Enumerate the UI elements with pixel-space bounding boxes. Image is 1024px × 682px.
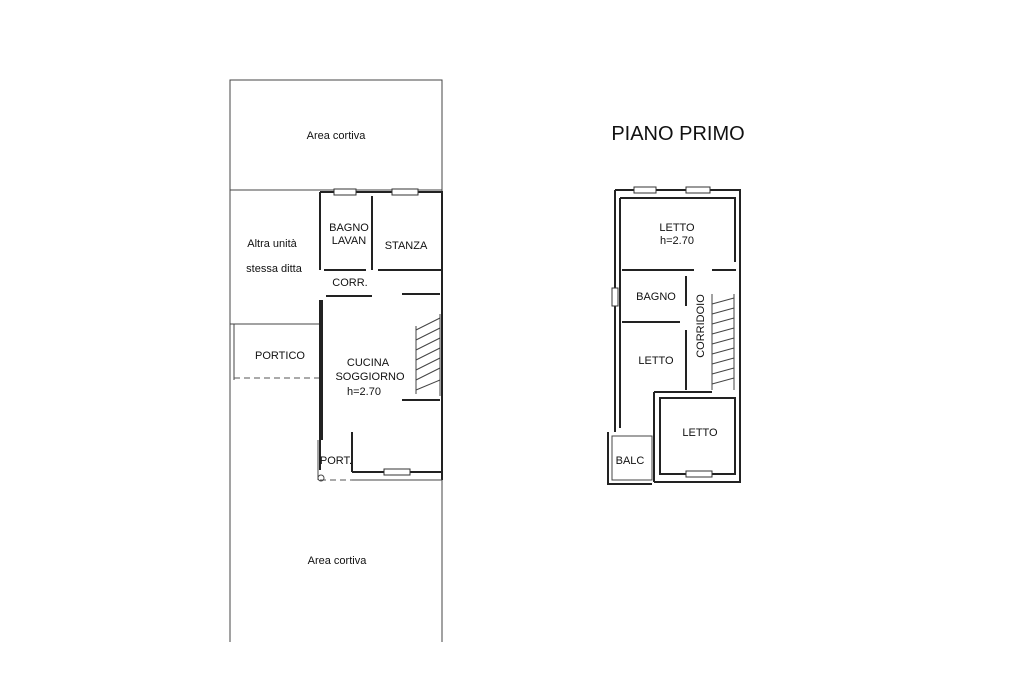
- label-stessa-ditta: stessa ditta: [246, 263, 303, 275]
- window-stanza: [391, 188, 419, 196]
- label-corridoio: CORRIDOIO: [695, 294, 707, 358]
- window-letto-top-2: [685, 186, 711, 194]
- label-altra-unita: Altra unità: [247, 238, 297, 250]
- label-portico: PORTICO: [255, 350, 305, 362]
- label-corr: CORR.: [332, 277, 367, 289]
- balcony-wall: [607, 432, 652, 485]
- floor-title: PIANO PRIMO: [611, 123, 744, 145]
- label-area-cortiva-bottom: Area cortiva: [308, 555, 368, 567]
- label-letto-top: LETTO: [659, 222, 695, 234]
- label-letto-mid: LETTO: [638, 355, 674, 367]
- label-letto-bottom: LETTO: [682, 427, 718, 439]
- first-floor-inner-outline: [619, 197, 736, 428]
- window-bath: [333, 188, 357, 196]
- label-port: PORT.: [320, 455, 352, 467]
- first-floor-stair: [711, 294, 735, 390]
- window-kitchen-bottom: [383, 468, 411, 476]
- house-outer-wall: [319, 191, 443, 480]
- label-cucina: CUCINA: [347, 357, 390, 369]
- label-bagno-first: BAGNO: [636, 291, 676, 303]
- first-floor-plan: LETTO h=2.70 BAGNO CORRIDOIO LETTO LETTO…: [607, 186, 741, 485]
- label-bagno: BAGNO: [329, 222, 369, 234]
- letto-bottom-inner-wall: [659, 397, 736, 475]
- label-stanza: STANZA: [385, 240, 428, 252]
- label-cucina-height: h=2.70: [347, 386, 381, 398]
- window-letto-top-1: [633, 186, 657, 194]
- label-soggiorno: SOGGIORNO: [335, 371, 405, 383]
- label-balc: BALC: [616, 455, 645, 467]
- window-letto-bottom: [685, 470, 713, 478]
- label-area-cortiva-top: Area cortiva: [307, 130, 367, 142]
- balcony-rail: [611, 435, 653, 481]
- label-letto-top-height: h=2.70: [660, 235, 694, 247]
- window-bagno: [611, 287, 619, 307]
- label-lavan: LAVAN: [332, 235, 366, 247]
- ground-floor-plan: Area cortiva Altra unità stessa ditta BA…: [229, 79, 443, 642]
- entrance-column: [317, 474, 325, 482]
- ground-stair: [415, 314, 441, 396]
- first-floor-outer-wall: [614, 189, 741, 483]
